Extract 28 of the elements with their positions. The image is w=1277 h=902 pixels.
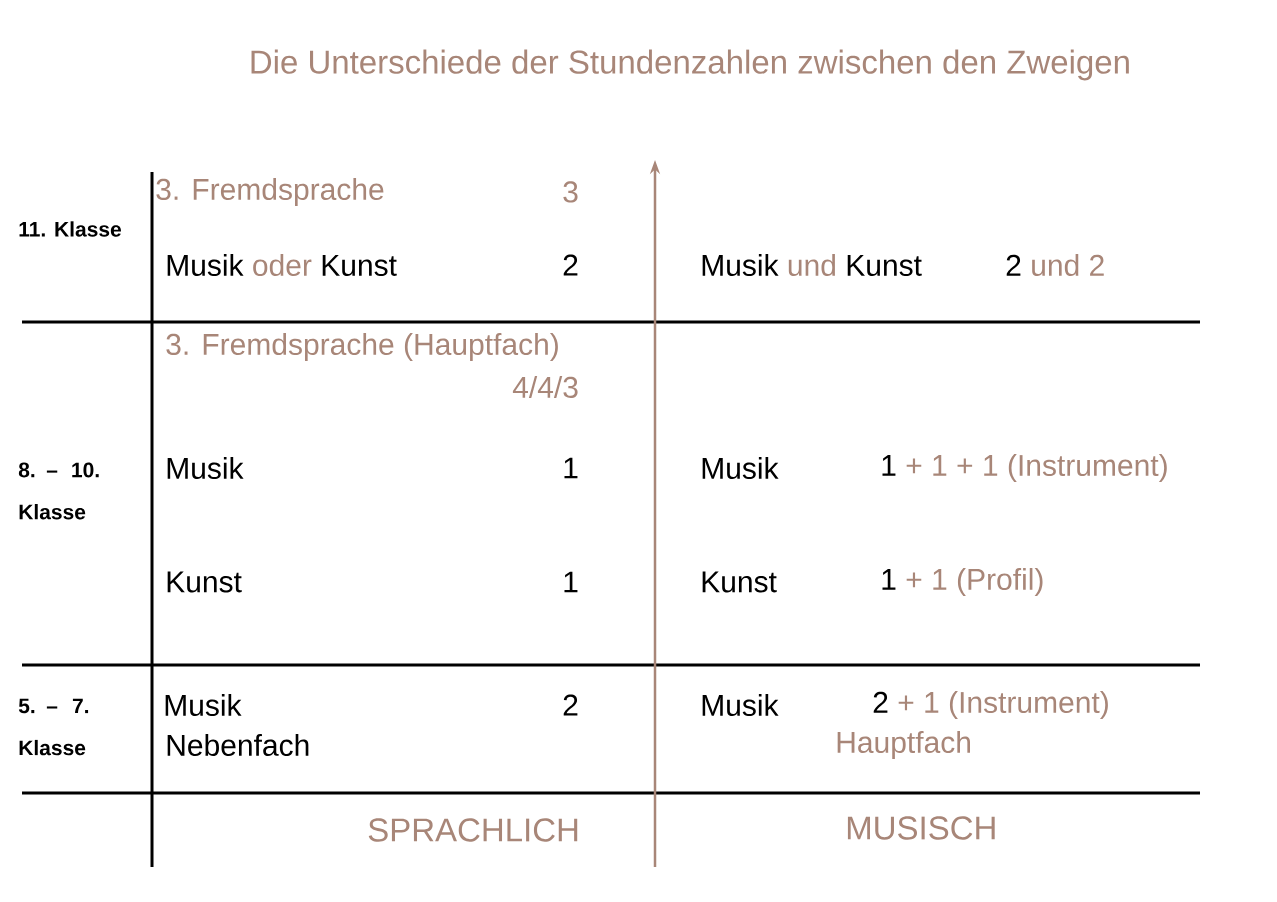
table-cell-text: 3. Fremdsprache — [156, 178, 384, 206]
column-label: SPRACHLICH — [368, 818, 578, 842]
table-cell-text: Musik oder Kunst — [167, 254, 397, 276]
table-cell-text: Musik und Kunst — [702, 254, 922, 276]
table-cell-text: 2 und 2 — [1006, 254, 1104, 276]
table-cell-text: 1 + 1 + 1 (Instrument) — [882, 454, 1167, 482]
table-cell-text: 2 + 1 (Instrument) — [873, 691, 1108, 719]
table-cell-text: Kunst — [167, 571, 242, 593]
row-label: 11. Klasse — [19, 221, 121, 237]
table-cell-text: 1 + 1 (Profil) — [882, 568, 1043, 596]
table-cell-text: 2 — [563, 254, 578, 276]
row-label: 5. – 7. Klasse — [18, 698, 89, 756]
table-cell-text: Musik — [702, 694, 779, 716]
table-cell-text: 4/4/3 — [512, 376, 578, 398]
table-cell-text: 3. Fremdsprache (Hauptfach) — [166, 333, 558, 361]
table-cell-text: 1 — [564, 457, 578, 479]
table-cell-text: Musik — [165, 694, 242, 716]
table-cell-text: Musik — [702, 457, 779, 479]
title: Die Unterschiede der Stundenzahlen zwischen den Zweigen — [251, 49, 1129, 81]
table-cell-text: Hauptfach — [837, 731, 970, 759]
table-cell-text: Musik — [167, 457, 244, 479]
row-label: 8. – 10. Klasse — [18, 462, 99, 520]
column-label: MUSISCH — [847, 816, 995, 840]
table-cell-text: 3 — [563, 181, 578, 203]
table-cell-text: 1 — [564, 571, 578, 593]
table-cell-text: 2 — [563, 694, 578, 716]
table-cell-text: Kunst — [702, 571, 777, 593]
table-cell-text: Nebenfach — [167, 734, 309, 756]
